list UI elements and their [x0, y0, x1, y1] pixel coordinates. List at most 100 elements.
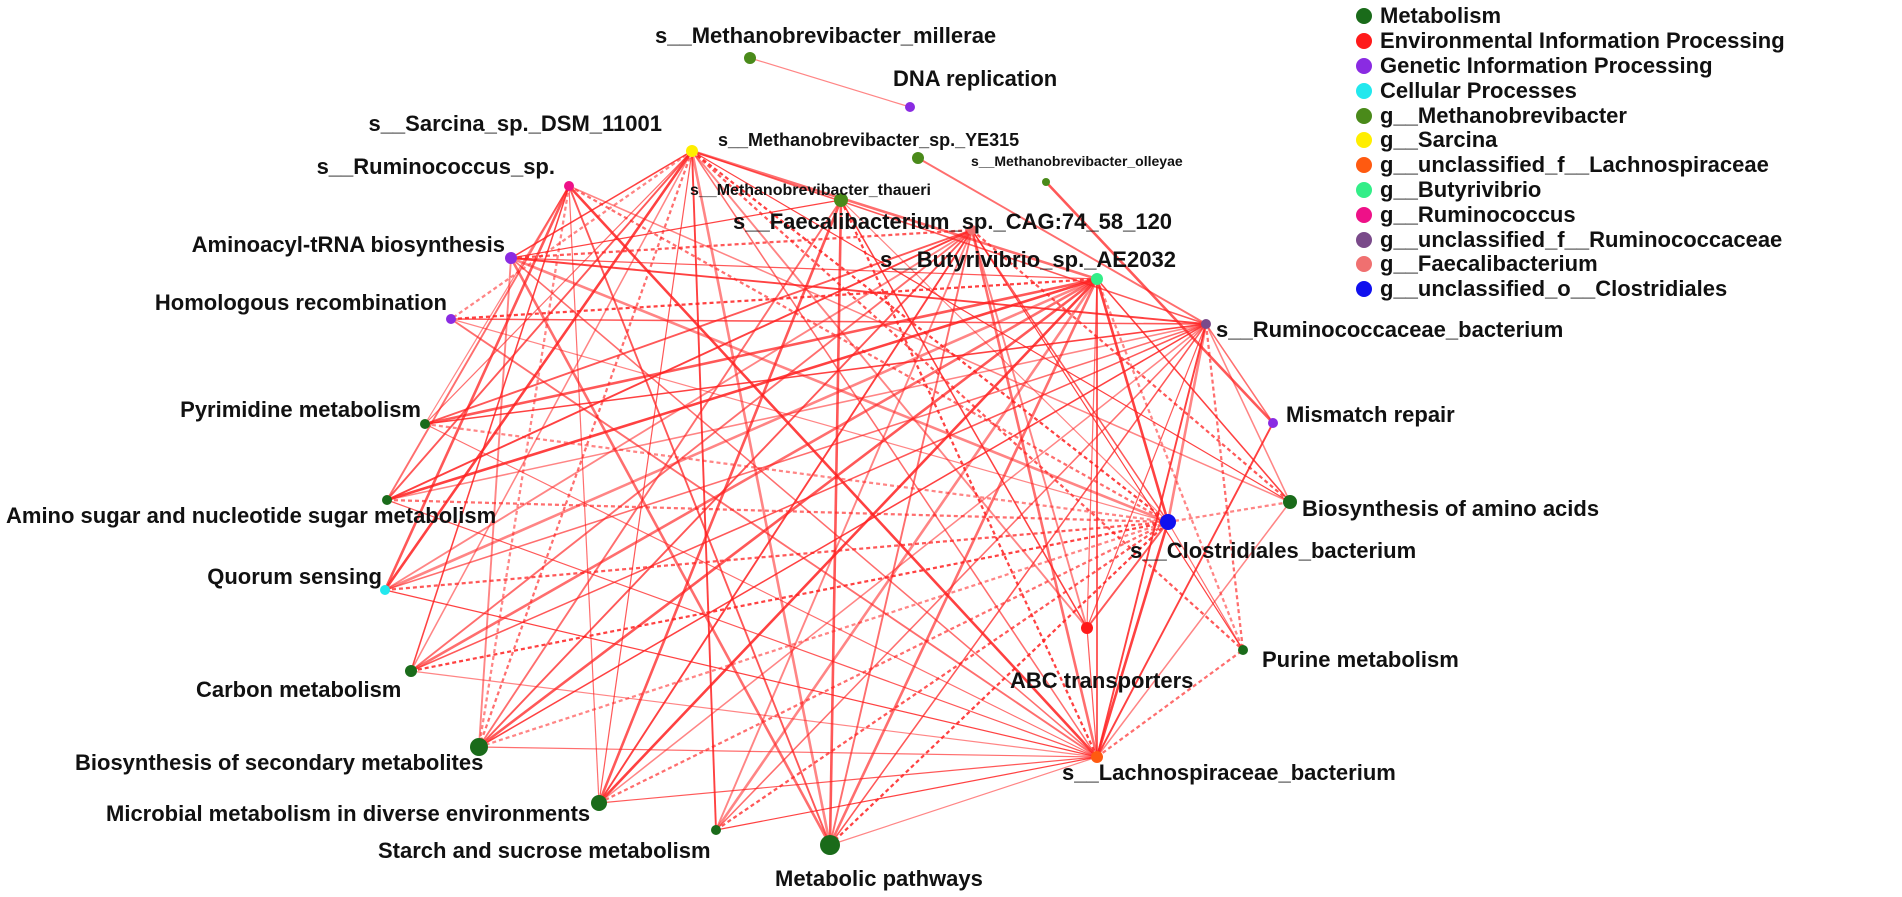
- node-aminoacyl_trna: [505, 252, 517, 264]
- node-label-amino_sugar: Amino sugar and nucleotide sugar metabol…: [6, 503, 496, 528]
- legend-swatch: [1356, 57, 1372, 74]
- edge-s_sarcina-pyrimidine_metabolism: [424, 150, 693, 425]
- edge-biosynthesis_secondary-s_lachnospiraceae: [478, 746, 1098, 758]
- node-label-pyrimidine_metabolism: Pyrimidine metabolism: [180, 397, 421, 422]
- node-label-metabolic_pathways: Metabolic pathways: [775, 866, 983, 891]
- edge-carbon_metabolism-s_faecalibacterium: [410, 229, 973, 672]
- edge-s_faecalibacterium-abc_transporters: [971, 229, 1088, 629]
- legend-swatch: [1356, 132, 1372, 149]
- edge-starch_sucrose-s_ruminococcaceae: [715, 323, 1207, 831]
- node-label-homologous_recombination: Homologous recombination: [155, 290, 447, 315]
- edge-s_lachnospiraceae-biosynthesis_amino_acids: [1096, 501, 1291, 758]
- edge-s_ruminococcaceae-mismatch_repair: [1205, 323, 1274, 424]
- legend-item: g__unclassified_o__Clostridiales: [1352, 276, 1898, 302]
- legend-label: g__Sarcina: [1380, 127, 1498, 153]
- legend-swatch: [1356, 33, 1372, 50]
- node-layer: [380, 52, 1297, 855]
- legend-swatch: [1356, 181, 1372, 198]
- legend-item: g__Butyrivibrio: [1352, 177, 1898, 203]
- legend-swatch: [1356, 281, 1372, 298]
- node-starch_sucrose: [711, 825, 721, 835]
- edge-metabolic_pathways-s_methanobrevibacter_thaueri: [828, 199, 843, 846]
- legend-label: Genetic Information Processing: [1380, 53, 1713, 78]
- edge-s_lachnospiraceae-abc_transporters: [1086, 627, 1098, 758]
- edge-starch_sucrose-s_clostridiales: [715, 521, 1169, 831]
- legend-label: Metabolism: [1380, 3, 1502, 29]
- legend-swatch: [1356, 206, 1372, 223]
- node-s_ruminococcus: [564, 181, 574, 191]
- node-abc_transporters: [1081, 622, 1093, 634]
- edge-s_methanobrevibacter_ye315-s_ruminococcaceae: [917, 157, 1207, 325]
- edge-s_faecalibacterium-s_lachnospiraceae: [970, 229, 1099, 758]
- edge-homologous_recombination-s_clostridiales: [450, 318, 1169, 523]
- edge-quorum_sensing-s_butyrivibrio: [384, 277, 1098, 592]
- edge-amino_sugar-s_clostridiales: [386, 498, 1169, 524]
- node-label-microbial_metabolism: Microbial metabolism in diverse environm…: [106, 801, 590, 826]
- edge-aminoacyl_trna-metabolic_pathways: [509, 257, 832, 846]
- edge-s_ruminococcaceae-s_lachnospiraceae: [1096, 323, 1207, 758]
- edge-s_methanobrevibacter_thaueri-biosynthesis_secondary: [478, 199, 842, 748]
- legend-item: Genetic Information Processing: [1352, 53, 1898, 79]
- edge-homologous_recombination-s_butyrivibrio: [450, 277, 1098, 321]
- edge-amino_sugar-s_butyrivibrio: [386, 277, 1098, 502]
- node-label-s_lachnospiraceae: s__Lachnospiraceae_bacterium: [1062, 760, 1396, 785]
- legend-swatch: [1356, 82, 1372, 99]
- edge-s_ruminococcus-amino_sugar: [386, 185, 570, 501]
- edge-s_faecalibacterium-s_clostridiales: [971, 229, 1169, 523]
- node-carbon_metabolism: [405, 665, 417, 677]
- edge-amino_sugar-s_lachnospiraceae: [386, 499, 1098, 758]
- edge-s_sarcina-biosynthesis_secondary: [477, 150, 694, 748]
- edge-pyrimidine_metabolism-s_faecalibacterium: [424, 229, 973, 425]
- edge-microbial_metabolism-s_butyrivibrio: [598, 278, 1098, 804]
- edge-s_methanobrevibacter_millerae-dna_replication: [749, 57, 911, 108]
- legend-item: Metabolism: [1352, 3, 1898, 29]
- edge-metabolic_pathways-s_butyrivibrio: [828, 278, 1099, 846]
- node-purine_metabolism: [1238, 645, 1248, 655]
- node-microbial_metabolism: [591, 795, 607, 811]
- edge-s_butyrivibrio-s_clostridiales: [1095, 278, 1170, 523]
- edge-s_sarcina-quorum_sensing: [383, 150, 694, 591]
- edge-s_ruminococcaceae-biosynthesis_amino_acids: [1205, 323, 1291, 503]
- legend-label: g__Ruminococcus: [1380, 201, 1576, 227]
- node-label-starch_sucrose: Starch and sucrose metabolism: [378, 838, 711, 863]
- edge-s_ruminococcaceae-purine_metabolism: [1204, 323, 1245, 651]
- edge-layer: [383, 57, 1291, 846]
- edge-metabolic_pathways-s_lachnospiraceae: [829, 756, 1098, 846]
- edge-s_clostridiales-purine_metabolism: [1167, 521, 1244, 651]
- node-label-s_methanobrevibacter_ye315: s__Methanobrevibacter_sp._YE315: [718, 130, 1019, 150]
- legend-item: g__unclassified_f__Ruminococcaceae: [1352, 227, 1898, 252]
- node-s_ruminococcaceae: [1201, 319, 1211, 329]
- node-label-s_ruminococcus: s__Ruminococcus_sp.: [317, 154, 555, 179]
- node-label-s_clostridiales: s__Clostridiales_bacterium: [1130, 538, 1416, 563]
- node-label-s_ruminococcaceae: s__Ruminococcaceae_bacterium: [1216, 317, 1563, 342]
- node-label-biosynthesis_amino_acids: Biosynthesis of amino acids: [1302, 496, 1599, 521]
- edge-s_ruminococcaceae-s_clostridiales: [1166, 323, 1208, 523]
- edge-s_sarcina-carbon_metabolism: [410, 150, 693, 672]
- edge-pyrimidine_metabolism-s_ruminococcaceae: [424, 323, 1207, 425]
- edge-s_clostridiales-abc_transporters: [1086, 521, 1169, 629]
- node-s_methanobrevibacter_millerae: [744, 52, 756, 64]
- node-label-s_methanobrevibacter_millerae: s__Methanobrevibacter_millerae: [655, 23, 996, 48]
- edge-starch_sucrose-s_lachnospiraceae: [715, 756, 1098, 831]
- edge-s_sarcina-abc_transporters: [691, 150, 1088, 629]
- edge-quorum_sensing-s_clostridiales: [384, 520, 1169, 592]
- edge-s_methanobrevibacter_olleyae-mismatch_repair: [1045, 181, 1274, 424]
- edge-metabolic_pathways-s_clostridiales: [829, 521, 1169, 846]
- node-label-purine_metabolism: Purine metabolism: [1262, 647, 1459, 672]
- edge-s_ruminococcus-s_clostridiales: [568, 185, 1169, 523]
- node-s_sarcina: [686, 145, 698, 157]
- legend-item: g__unclassified_f__Lachnospiraceae: [1352, 152, 1898, 178]
- legend-swatch: [1356, 107, 1372, 124]
- edge-s_ruminococcus-biosynthesis_secondary: [477, 185, 571, 748]
- node-label-s_butyrivibrio: s__Butyrivibrio_sp._AE2032: [880, 247, 1176, 272]
- node-label-s_sarcina: s__Sarcina_sp._DSM_11001: [368, 111, 662, 136]
- edge-homologous_recombination-s_lachnospiraceae: [450, 318, 1098, 758]
- edge-s_lachnospiraceae-mismatch_repair: [1096, 422, 1274, 758]
- legend-label: g__Methanobrevibacter: [1380, 102, 1627, 128]
- legend-item: g__Sarcina: [1352, 127, 1898, 153]
- legend-label: g__Faecalibacterium: [1380, 251, 1598, 277]
- edge-s_ruminococcaceae-abc_transporters: [1086, 323, 1207, 629]
